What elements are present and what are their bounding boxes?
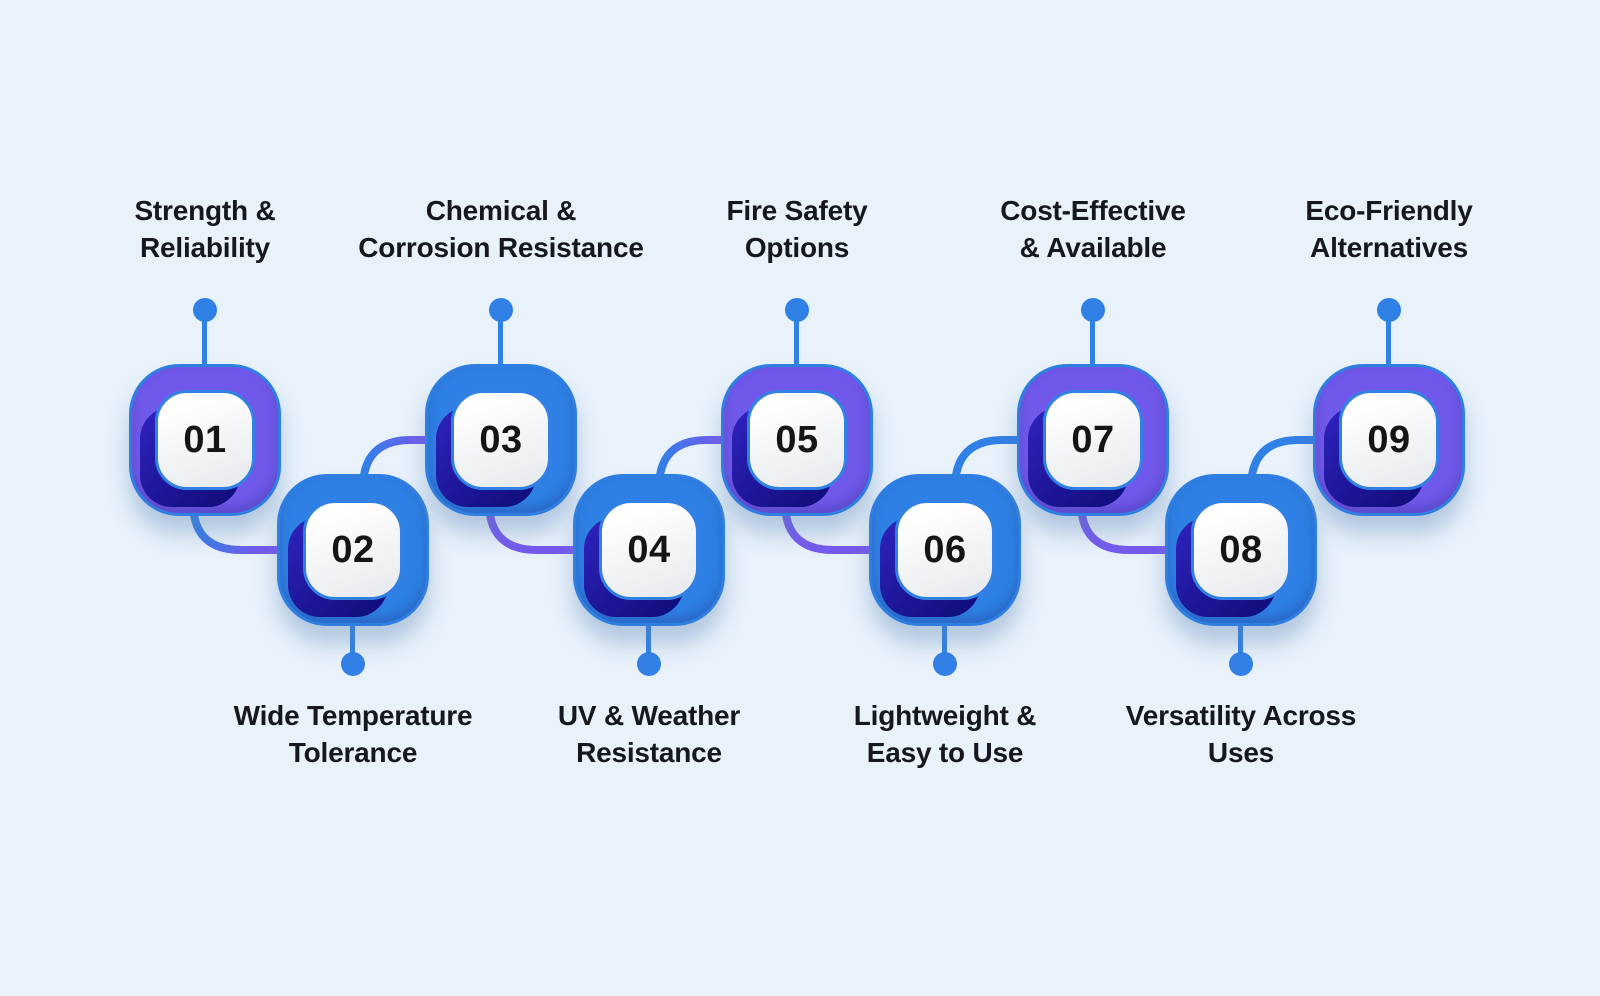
step-number-01: 01: [183, 418, 227, 461]
step-label-line: Cost-Effective: [1000, 195, 1186, 226]
step-number-07: 07: [1071, 418, 1115, 461]
marker-stem-06: [942, 620, 947, 666]
step-number-04: 04: [627, 528, 671, 571]
step-label-05: Fire Safety Options: [627, 192, 967, 266]
node-inner-card: 03: [451, 390, 551, 490]
node-inner-card: 09: [1339, 390, 1439, 490]
node-inner-card: 06: [895, 500, 995, 600]
node-inner-card: 05: [747, 390, 847, 490]
step-label-line: & Available: [1019, 232, 1167, 263]
step-label-line: UV & Weather: [557, 700, 741, 731]
step-node-02: 02: [277, 474, 429, 626]
step-label-01: Strength & Reliability: [35, 192, 375, 266]
step-node-09: 09: [1313, 364, 1465, 516]
step-number-05: 05: [775, 418, 819, 461]
step-label-line: Corrosion Resistance: [358, 232, 644, 263]
step-label-09: Eco-Friendly Alternatives: [1219, 192, 1559, 266]
step-node-04: 04: [573, 474, 725, 626]
step-label-line: Easy to Use: [866, 737, 1024, 768]
marker-stem-02: [350, 620, 355, 666]
step-label-line: Options: [744, 232, 850, 263]
step-label-04: UV & Weather Resistance: [479, 697, 819, 771]
node-inner-card: 01: [155, 390, 255, 490]
step-label-06: Lightweight & Easy to Use: [775, 697, 1115, 771]
step-label-line: Strength &: [134, 195, 276, 226]
step-label-line: Tolerance: [288, 737, 418, 768]
step-label-07: Cost-Effective & Available: [923, 192, 1263, 266]
step-label-line: Uses: [1207, 737, 1275, 768]
step-number-06: 06: [923, 528, 967, 571]
step-label-line: Wide Temperature: [233, 700, 473, 731]
marker-stem-05: [794, 310, 799, 368]
marker-stem-03: [498, 310, 503, 368]
step-label-line: Resistance: [576, 737, 722, 768]
step-node-01: 01: [129, 364, 281, 516]
node-inner-card: 07: [1043, 390, 1143, 490]
step-label-08: Versatility Across Uses: [1071, 697, 1411, 771]
node-inner-card: 08: [1191, 500, 1291, 600]
step-label-line: Reliability: [139, 232, 271, 263]
node-inner-card: 04: [599, 500, 699, 600]
step-node-05: 05: [721, 364, 873, 516]
marker-stem-08: [1238, 620, 1243, 666]
marker-stem-04: [646, 620, 651, 666]
step-number-08: 08: [1219, 528, 1263, 571]
step-label-line: Chemical &: [425, 195, 577, 226]
marker-stem-07: [1090, 310, 1095, 368]
step-label-03: Chemical & Corrosion Resistance: [331, 192, 671, 266]
step-number-09: 09: [1367, 418, 1411, 461]
step-label-line: Versatility Across: [1125, 700, 1357, 731]
step-node-06: 06: [869, 474, 1021, 626]
step-number-02: 02: [331, 528, 375, 571]
step-label-line: Alternatives: [1310, 232, 1468, 263]
step-label-line: Eco-Friendly: [1305, 195, 1473, 226]
step-label-line: Lightweight &: [853, 700, 1037, 731]
marker-stem-01: [202, 310, 207, 368]
step-node-08: 08: [1165, 474, 1317, 626]
step-label-02: Wide Temperature Tolerance: [183, 697, 523, 771]
step-node-07: 07: [1017, 364, 1169, 516]
step-number-03: 03: [479, 418, 523, 461]
marker-stem-09: [1386, 310, 1391, 368]
step-label-line: Fire Safety: [726, 195, 868, 226]
node-inner-card: 02: [303, 500, 403, 600]
step-node-03: 03: [425, 364, 577, 516]
